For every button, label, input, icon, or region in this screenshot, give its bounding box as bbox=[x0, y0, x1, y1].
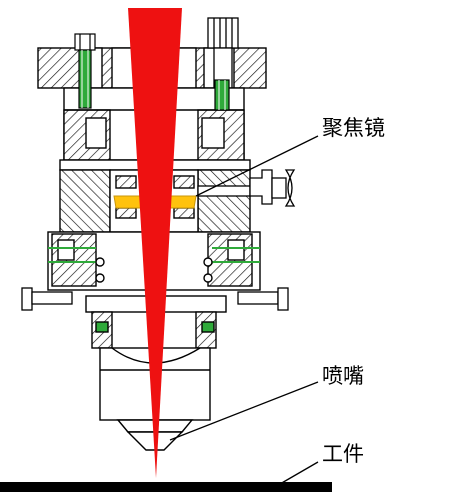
adjustment-knob bbox=[197, 169, 296, 207]
side-screws bbox=[21, 287, 289, 311]
label-nozzle: 喷嘴 bbox=[322, 364, 364, 388]
label-workpiece: 工件 bbox=[322, 442, 364, 466]
label-focusing-lens: 聚焦镜 bbox=[322, 116, 385, 140]
leader-workpiece bbox=[279, 461, 319, 485]
laser-beam bbox=[128, 8, 182, 478]
leader-focusing-lens bbox=[195, 135, 319, 197]
cap-screw-left bbox=[74, 33, 96, 109]
leader-nozzle bbox=[169, 381, 319, 441]
workpiece-plate bbox=[0, 482, 332, 492]
leader-lines bbox=[169, 135, 319, 485]
cap-screw-right bbox=[214, 79, 230, 111]
gas-fitting bbox=[207, 17, 239, 89]
